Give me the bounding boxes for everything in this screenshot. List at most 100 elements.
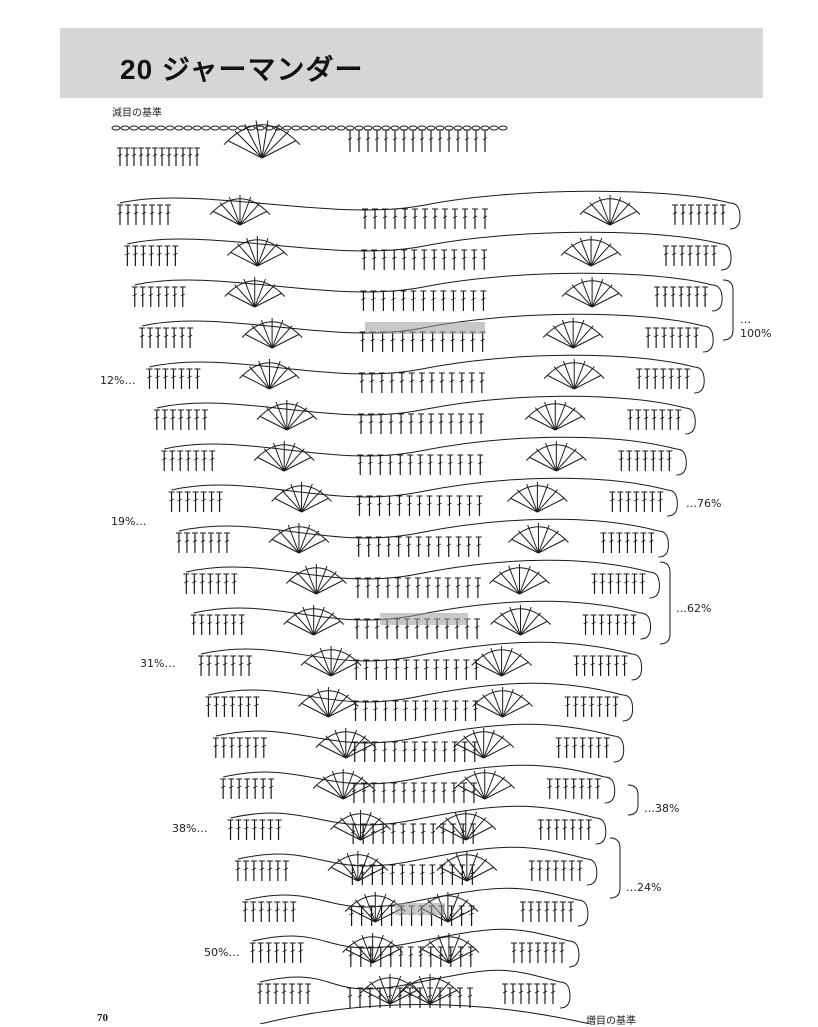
shell-fan-icon	[524, 403, 586, 420]
double-crochet-icon	[139, 334, 145, 338]
double-crochet-icon	[451, 789, 457, 793]
double-crochet-icon	[481, 297, 486, 301]
double-crochet-icon	[353, 707, 358, 711]
shell-fan-icon	[510, 497, 538, 513]
shell-fan-icon	[359, 977, 421, 994]
bracket-icon	[559, 981, 571, 1009]
double-crochet-icon	[149, 252, 154, 256]
double-crochet-icon	[555, 785, 560, 789]
double-crochet-icon	[654, 293, 660, 297]
double-crochet-icon	[458, 953, 463, 957]
double-crochet-icon	[349, 912, 354, 916]
double-crochet-icon	[213, 744, 218, 748]
double-crochet-icon	[254, 703, 259, 707]
shell-fan-icon	[287, 524, 300, 554]
double-crochet-icon	[187, 375, 192, 379]
double-crochet-icon	[442, 748, 447, 752]
double-crochet-icon	[438, 953, 443, 957]
shell-fan-icon	[274, 497, 302, 513]
chain-stitch-icon	[471, 125, 481, 131]
double-crochet-icon	[171, 375, 176, 379]
left-marker-50: 50%…	[204, 946, 240, 959]
double-crochet-icon	[422, 748, 427, 752]
chain-stitch-icon	[318, 125, 328, 131]
double-crochet-icon	[162, 416, 168, 420]
double-crochet-icon	[354, 666, 359, 670]
bracket-icon	[721, 243, 732, 271]
shell-fan-icon	[481, 653, 502, 677]
double-crochet-icon	[677, 375, 682, 379]
shell-fan-icon	[328, 702, 356, 718]
shell-fan-icon	[507, 485, 568, 502]
left-marker-38: 38%…	[172, 822, 208, 835]
double-crochet-icon	[677, 334, 683, 338]
shell-fan-icon	[315, 565, 328, 595]
shell-fan-icon	[316, 784, 344, 800]
shell-fan-icon	[269, 374, 297, 390]
shell-fan-icon	[290, 483, 303, 513]
double-crochet-icon	[452, 215, 458, 219]
double-crochet-icon	[468, 420, 474, 424]
double-crochet-icon	[534, 990, 540, 994]
double-crochet-icon	[400, 338, 405, 342]
double-crochet-icon	[546, 826, 551, 830]
shell-fan-icon	[313, 620, 341, 636]
shell-fan-icon	[342, 936, 403, 953]
bracket-icon	[609, 837, 621, 899]
double-crochet-icon	[528, 908, 534, 912]
double-crochet-icon	[392, 748, 397, 752]
shell-fan-icon	[591, 292, 620, 308]
chain-stitch-icon	[390, 125, 400, 131]
double-crochet-icon	[572, 744, 577, 748]
shell-fan-icon	[502, 694, 524, 718]
shell-fan-icon	[345, 729, 358, 759]
shell-fan-icon	[224, 280, 286, 297]
shell-fan-icon	[357, 866, 385, 882]
double-crochet-icon	[590, 662, 595, 666]
double-crochet-icon	[536, 908, 542, 912]
shell-fan-icon	[271, 485, 332, 502]
chain-stitch-icon	[426, 125, 436, 131]
double-crochet-icon	[356, 137, 362, 141]
shell-fan-icon	[447, 899, 469, 923]
chain-stitch-icon	[174, 125, 184, 131]
shell-fan-icon	[272, 442, 285, 472]
shell-fan-icon	[357, 852, 370, 882]
shell-fan-icon	[316, 579, 344, 595]
chain-stitch-icon	[219, 125, 229, 131]
double-crochet-icon	[668, 416, 673, 420]
shell-fan-icon	[517, 530, 539, 554]
double-crochet-icon	[186, 416, 192, 420]
double-crochet-icon	[274, 949, 279, 953]
shell-fan-icon	[418, 975, 431, 1005]
double-crochet-icon	[388, 461, 393, 465]
double-crochet-icon	[206, 703, 211, 707]
shell-fan-icon	[261, 120, 269, 159]
double-crochet-icon	[711, 252, 717, 256]
chain-stitch-icon	[178, 518, 659, 539]
double-crochet-icon	[472, 215, 478, 219]
shell-fan-icon	[256, 403, 318, 420]
double-crochet-icon	[378, 420, 384, 424]
page-number: 70	[97, 1012, 108, 1024]
double-crochet-icon	[435, 584, 441, 588]
double-crochet-icon	[230, 703, 235, 707]
shell-fan-icon	[327, 854, 389, 871]
double-crochet-icon	[231, 621, 236, 625]
chain-stitch-icon	[147, 125, 157, 131]
shell-fan-icon	[560, 239, 622, 256]
double-crochet-icon	[502, 990, 508, 994]
shell-fan-icon	[374, 893, 387, 923]
double-crochet-icon	[376, 543, 381, 547]
double-crochet-icon	[216, 580, 221, 584]
chain-stitch-icon	[149, 354, 695, 375]
chain-stitch-icon	[119, 190, 731, 211]
shell-fan-icon	[289, 579, 317, 595]
shell-fan-icon	[537, 524, 550, 554]
page-title: 20 ジャーマンダー	[120, 54, 364, 85]
double-crochet-icon	[356, 543, 361, 547]
double-crochet-icon	[185, 498, 190, 502]
double-crochet-icon	[419, 137, 425, 141]
shell-fan-icon	[372, 940, 394, 964]
double-crochet-icon	[616, 580, 621, 584]
